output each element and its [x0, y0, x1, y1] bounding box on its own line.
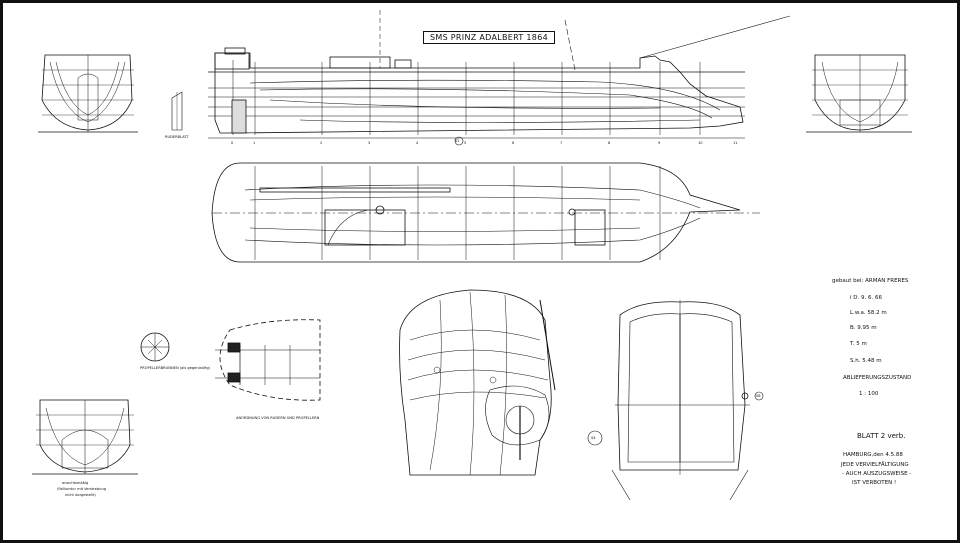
rudder-sketch [171, 91, 183, 131]
station-number: 1 [253, 141, 256, 145]
stern-plan-view [215, 319, 321, 401]
half-breadth-plan [211, 162, 760, 263]
station-number: 11 [733, 141, 738, 145]
notice-line-1: JEDE VERVIELFÄLTIGUNG [841, 462, 909, 468]
marker-s2: S2 [455, 139, 460, 143]
station-number: 8 [608, 141, 611, 145]
marker-s4: S4 [591, 436, 596, 440]
state-label: ABLIEFERUNGSZUSTAND [843, 375, 912, 381]
station-number: 5 [464, 141, 467, 145]
stern-view-label-2: (Fallkontur mit Verstrebung [57, 487, 107, 491]
stern-arrangement-label: ANORDNUNG VON RUDERN UND PROPELLERN [236, 416, 320, 420]
length-label: L.w.a. 58.2 m [850, 310, 887, 316]
notice-line-2: - AUCH AUSZUGSWEISE - [842, 471, 912, 477]
builder-label: gebaut bei: ARMAN FRERES [832, 278, 909, 284]
station-number: 0 [231, 141, 234, 145]
section-markers [454, 136, 764, 446]
propeller-label: PROPELLERBRUNNEN (als gegenlaüfig) [140, 366, 211, 370]
body-plan-right [806, 54, 912, 133]
station-number: 7 [560, 141, 563, 145]
propeller-sketch [140, 332, 170, 362]
body-plan-bottom-left [32, 399, 138, 475]
draught-label: T. 5 m [850, 341, 867, 347]
station-number: 2 [320, 141, 323, 145]
sheet-number: BLATT 2 verb. [857, 432, 906, 440]
stern-view-label-3: nicht dargestellt) [65, 493, 96, 497]
date-label: i D. 9. 6. 66 [850, 295, 882, 301]
beam-label: B. 9.95 m [850, 325, 877, 331]
station-number: 3 [368, 141, 371, 145]
stern-perspective [399, 289, 556, 476]
depth-label: S.h. 5.48 m [850, 358, 882, 364]
drawing-title: SMS PRINZ ADALBERT 1864 [423, 31, 555, 44]
stern-section [611, 300, 750, 501]
rudder-label: RUDERBLATT [165, 135, 189, 139]
scale-label: 1 : 100 [859, 391, 879, 397]
station-number: 10 [698, 141, 703, 145]
station-number: 6 [512, 141, 515, 145]
station-number: 9 [658, 141, 661, 145]
stern-view-label-1: ansichtsmäßig [62, 481, 89, 485]
sheer-profile [208, 10, 791, 139]
station-number: 4 [416, 141, 419, 145]
marker-s8: S8 [756, 394, 761, 398]
notice-line-3: IST VERBOTEN ! [852, 480, 897, 486]
body-plan-left [38, 54, 138, 133]
place-date: HAMBURG,den 4.5.88 [843, 452, 903, 458]
